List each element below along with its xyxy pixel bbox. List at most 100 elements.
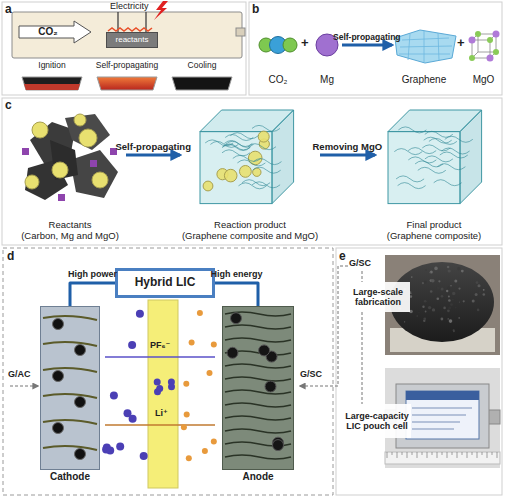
graphene-mesh: [399, 31, 452, 62]
graphene-layer: [225, 135, 253, 141]
flow-arrow: [70, 283, 115, 306]
node-title: Final product: [407, 220, 462, 231]
node-title: Graphene: [402, 74, 446, 86]
node-title: CO₂: [38, 26, 57, 38]
graphene-layer: [248, 144, 276, 150]
carbon-particle: [227, 347, 238, 358]
graphene-layer: [408, 148, 436, 154]
powder-speckle: [448, 318, 449, 319]
reaction-tray: [97, 77, 157, 90]
powder-speckle: [441, 318, 444, 321]
oxygen-atom: [283, 38, 297, 52]
arrow-shape: [19, 21, 91, 43]
ruler-tick: [487, 452, 488, 458]
mgo-particle: [240, 166, 252, 178]
stage-step: Cooling: [166, 61, 238, 75]
graphite-layer: [225, 416, 291, 420]
anion: [168, 383, 175, 390]
o-ion: [493, 49, 499, 55]
powder-speckle: [448, 295, 450, 297]
powder-speckle: [448, 306, 451, 309]
panel-frame: [3, 248, 333, 495]
powder-speckle: [448, 299, 451, 302]
anion: [110, 392, 118, 400]
ignition-glow: [24, 84, 80, 90]
panel-frame: [2, 2, 246, 95]
graphene-sheet: [395, 30, 456, 63]
ruler-tick: [407, 452, 408, 458]
graphene-layer: [398, 127, 426, 133]
powder-speckle: [454, 280, 457, 283]
panel-letter: c: [5, 99, 12, 112]
node-title: Cathode: [21, 471, 119, 483]
separator: [148, 300, 178, 488]
graphite-layer: [225, 364, 291, 368]
mgo-particle: [90, 160, 97, 167]
gas-inlet-arrow: CO₂: [18, 20, 92, 44]
graphene-layer: [230, 133, 258, 139]
powder-speckle: [447, 266, 450, 269]
mg-particle: [52, 162, 68, 178]
powder-speckle: [475, 293, 478, 296]
ruler-tick: [467, 452, 468, 458]
cation: [207, 370, 213, 376]
node-subtitle: (Carbon, Mg and MgO): [21, 231, 119, 242]
graphene-layer: [440, 152, 468, 158]
node-title: Cooling: [188, 61, 217, 71]
graphene-layer: [252, 125, 280, 131]
cation: [186, 455, 192, 461]
ion-label: Li⁺: [155, 409, 168, 419]
ruler-tick: [412, 452, 413, 455]
cation-path: [105, 424, 215, 426]
ruler-tick: [497, 452, 498, 458]
edge-label: High power: [68, 270, 117, 280]
powder-speckle: [452, 299, 454, 301]
powder-speckle: [437, 298, 440, 301]
plus-sign: +: [301, 36, 309, 50]
o-ion: [469, 55, 475, 61]
cation: [184, 412, 190, 418]
carbon-particle: [65, 114, 110, 150]
carbon-particle: [53, 423, 64, 434]
carbon-particle: [231, 313, 242, 324]
node-title: reactants: [116, 35, 149, 44]
powder-speckle: [477, 309, 480, 312]
powder-speckle: [459, 302, 460, 303]
powder-speckle: [483, 293, 486, 296]
ruler-tick: [452, 452, 453, 455]
cation: [183, 381, 189, 387]
material-label: G/AC: [8, 370, 31, 380]
o-ion: [487, 37, 493, 43]
flow-arrow: [320, 154, 375, 157]
powder-speckle: [455, 307, 456, 308]
anion: [128, 341, 136, 349]
powder-speckle: [441, 288, 444, 291]
cell-tab: [488, 410, 500, 424]
graphite-layer: [225, 455, 291, 459]
material-pointer: [10, 386, 38, 387]
powder-speckle: [443, 307, 446, 310]
powder-speckle: [449, 319, 453, 323]
reaction-tray: [22, 77, 82, 90]
ruler-tick: [442, 452, 443, 455]
powder-speckle: [463, 300, 465, 302]
label-line: [412, 428, 454, 429]
anion: [116, 443, 124, 451]
powder-speckle: [428, 306, 431, 309]
ion-label: PF₆⁻: [150, 341, 170, 351]
powder-speckle: [418, 312, 419, 313]
powder-speckle: [425, 269, 427, 271]
node-title: Ignition: [38, 61, 65, 71]
panel-frame: [2, 98, 502, 245]
device-box: Hybrid LIC: [115, 268, 215, 298]
node-subtitle: (Graphene composite and MgO): [182, 231, 318, 242]
graphene-flake: [43, 342, 97, 346]
node-title: Large-scale fabrication: [346, 287, 410, 308]
graphene-layer: [429, 138, 457, 144]
graphite-layer: [225, 377, 291, 381]
cell-label: [406, 391, 479, 439]
mgo-particle: [258, 131, 269, 142]
graphite-layer: [225, 325, 291, 329]
panel-letter: b: [252, 3, 259, 16]
